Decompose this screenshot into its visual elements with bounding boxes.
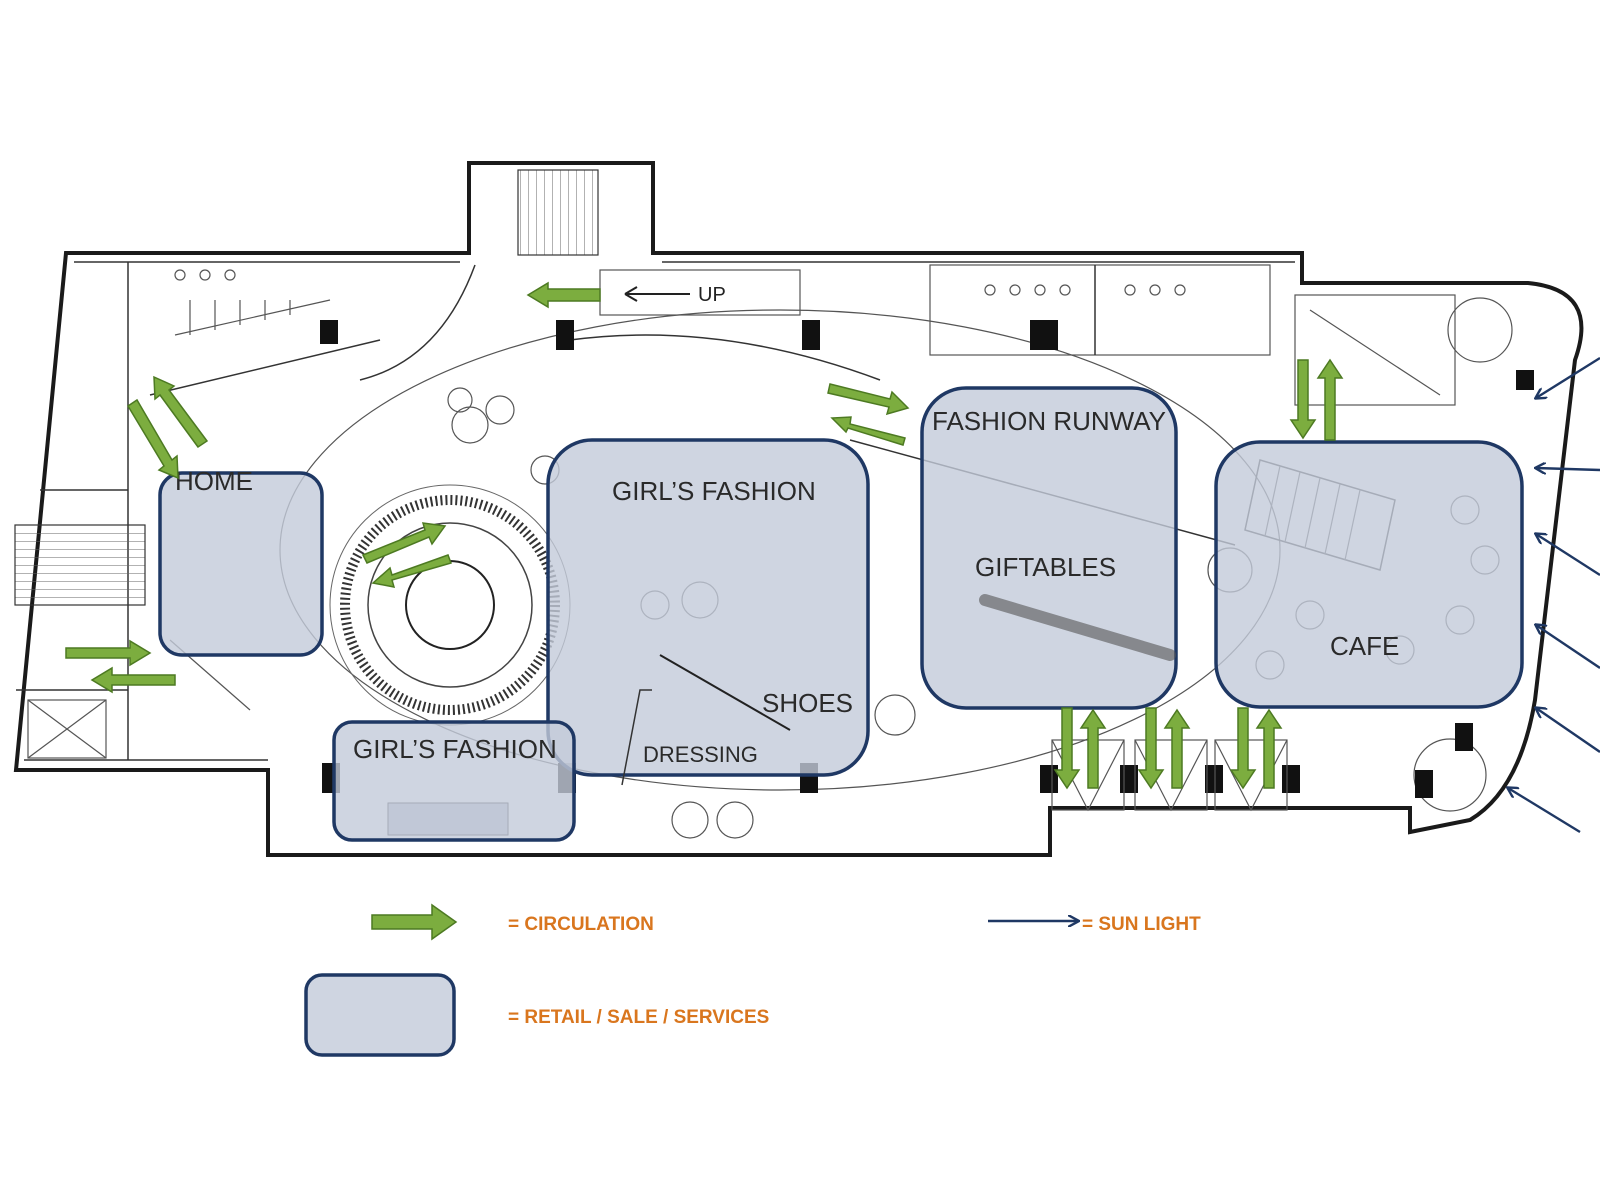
label-dressing: DRESSING xyxy=(643,742,758,767)
circulation-arrow xyxy=(1255,708,1283,789)
sun-light-arrow xyxy=(1536,625,1600,669)
legend-circulation-swatch xyxy=(371,903,458,941)
label-home: HOME xyxy=(175,466,253,496)
circulation-arrow xyxy=(1137,707,1165,790)
circulation-arrow xyxy=(126,398,179,480)
circulation-arrow xyxy=(827,383,910,416)
sun-light-arrow xyxy=(1536,534,1600,577)
circulation-arrow xyxy=(1289,359,1317,440)
sun-light-arrow xyxy=(1508,788,1581,834)
sun-light-arrow xyxy=(1536,468,1600,470)
circulation-arrow xyxy=(830,416,906,446)
legend-retail-swatch xyxy=(304,973,456,1057)
zone-fashion-runway[interactable] xyxy=(920,386,1178,710)
elevator xyxy=(27,699,107,759)
label-shoes: SHOES xyxy=(762,688,853,718)
building-walls xyxy=(13,161,1584,857)
legend-retail-label: = RETAIL / SALE / SERVICES xyxy=(508,1007,769,1028)
legend: = CIRCULATION = SUN LIGHT = RETAIL / SAL… xyxy=(304,903,1201,1057)
restroom-stalls xyxy=(174,269,331,336)
stair-left xyxy=(14,524,146,606)
circulation-arrow xyxy=(371,554,452,588)
legend-circulation-label: = CIRCULATION xyxy=(508,914,654,935)
label-fashion-runway: FASHION RUNWAY xyxy=(932,406,1166,436)
circulation-arrow xyxy=(90,666,176,694)
circulation-arrow xyxy=(361,522,447,564)
legend-sun-light-label: = SUN LIGHT xyxy=(1082,914,1201,935)
zone-girls-fashion-lower[interactable] xyxy=(332,720,576,842)
circulation-arrow xyxy=(1053,707,1081,790)
zone-home[interactable] xyxy=(158,471,324,657)
circulation-arrow xyxy=(1163,708,1191,789)
zone-fixtures xyxy=(621,594,1176,786)
zone-cafe[interactable] xyxy=(1214,440,1524,709)
circulation-arrows xyxy=(65,281,1344,790)
sun-light-arrow xyxy=(1536,708,1600,753)
upper-right-fixtures xyxy=(929,264,1271,356)
sun-light-arrow xyxy=(1536,356,1600,398)
stair-right xyxy=(1294,294,1456,406)
circulation-arrow xyxy=(1229,707,1257,790)
spiral-stair xyxy=(329,484,571,726)
label-cafe: CAFE xyxy=(1330,631,1399,661)
label-giftables: GIFTABLES xyxy=(975,552,1116,582)
retail-zones xyxy=(158,386,1524,842)
label-girls-fashion-main: GIRL’S FASHION xyxy=(612,476,816,506)
sun-light-arrows xyxy=(1508,356,1600,834)
circulation-arrow xyxy=(1316,358,1344,441)
zone-girls-fashion-main[interactable] xyxy=(546,438,870,777)
up-label: UP xyxy=(698,284,726,306)
circulation-arrow xyxy=(1079,708,1107,789)
label-girls-fashion-lower: GIRL’S FASHION xyxy=(353,734,557,764)
stair-top xyxy=(517,169,599,256)
circulation-arrow xyxy=(526,281,601,309)
circulation-arrow xyxy=(153,375,209,449)
circulation-arrow xyxy=(65,639,152,667)
